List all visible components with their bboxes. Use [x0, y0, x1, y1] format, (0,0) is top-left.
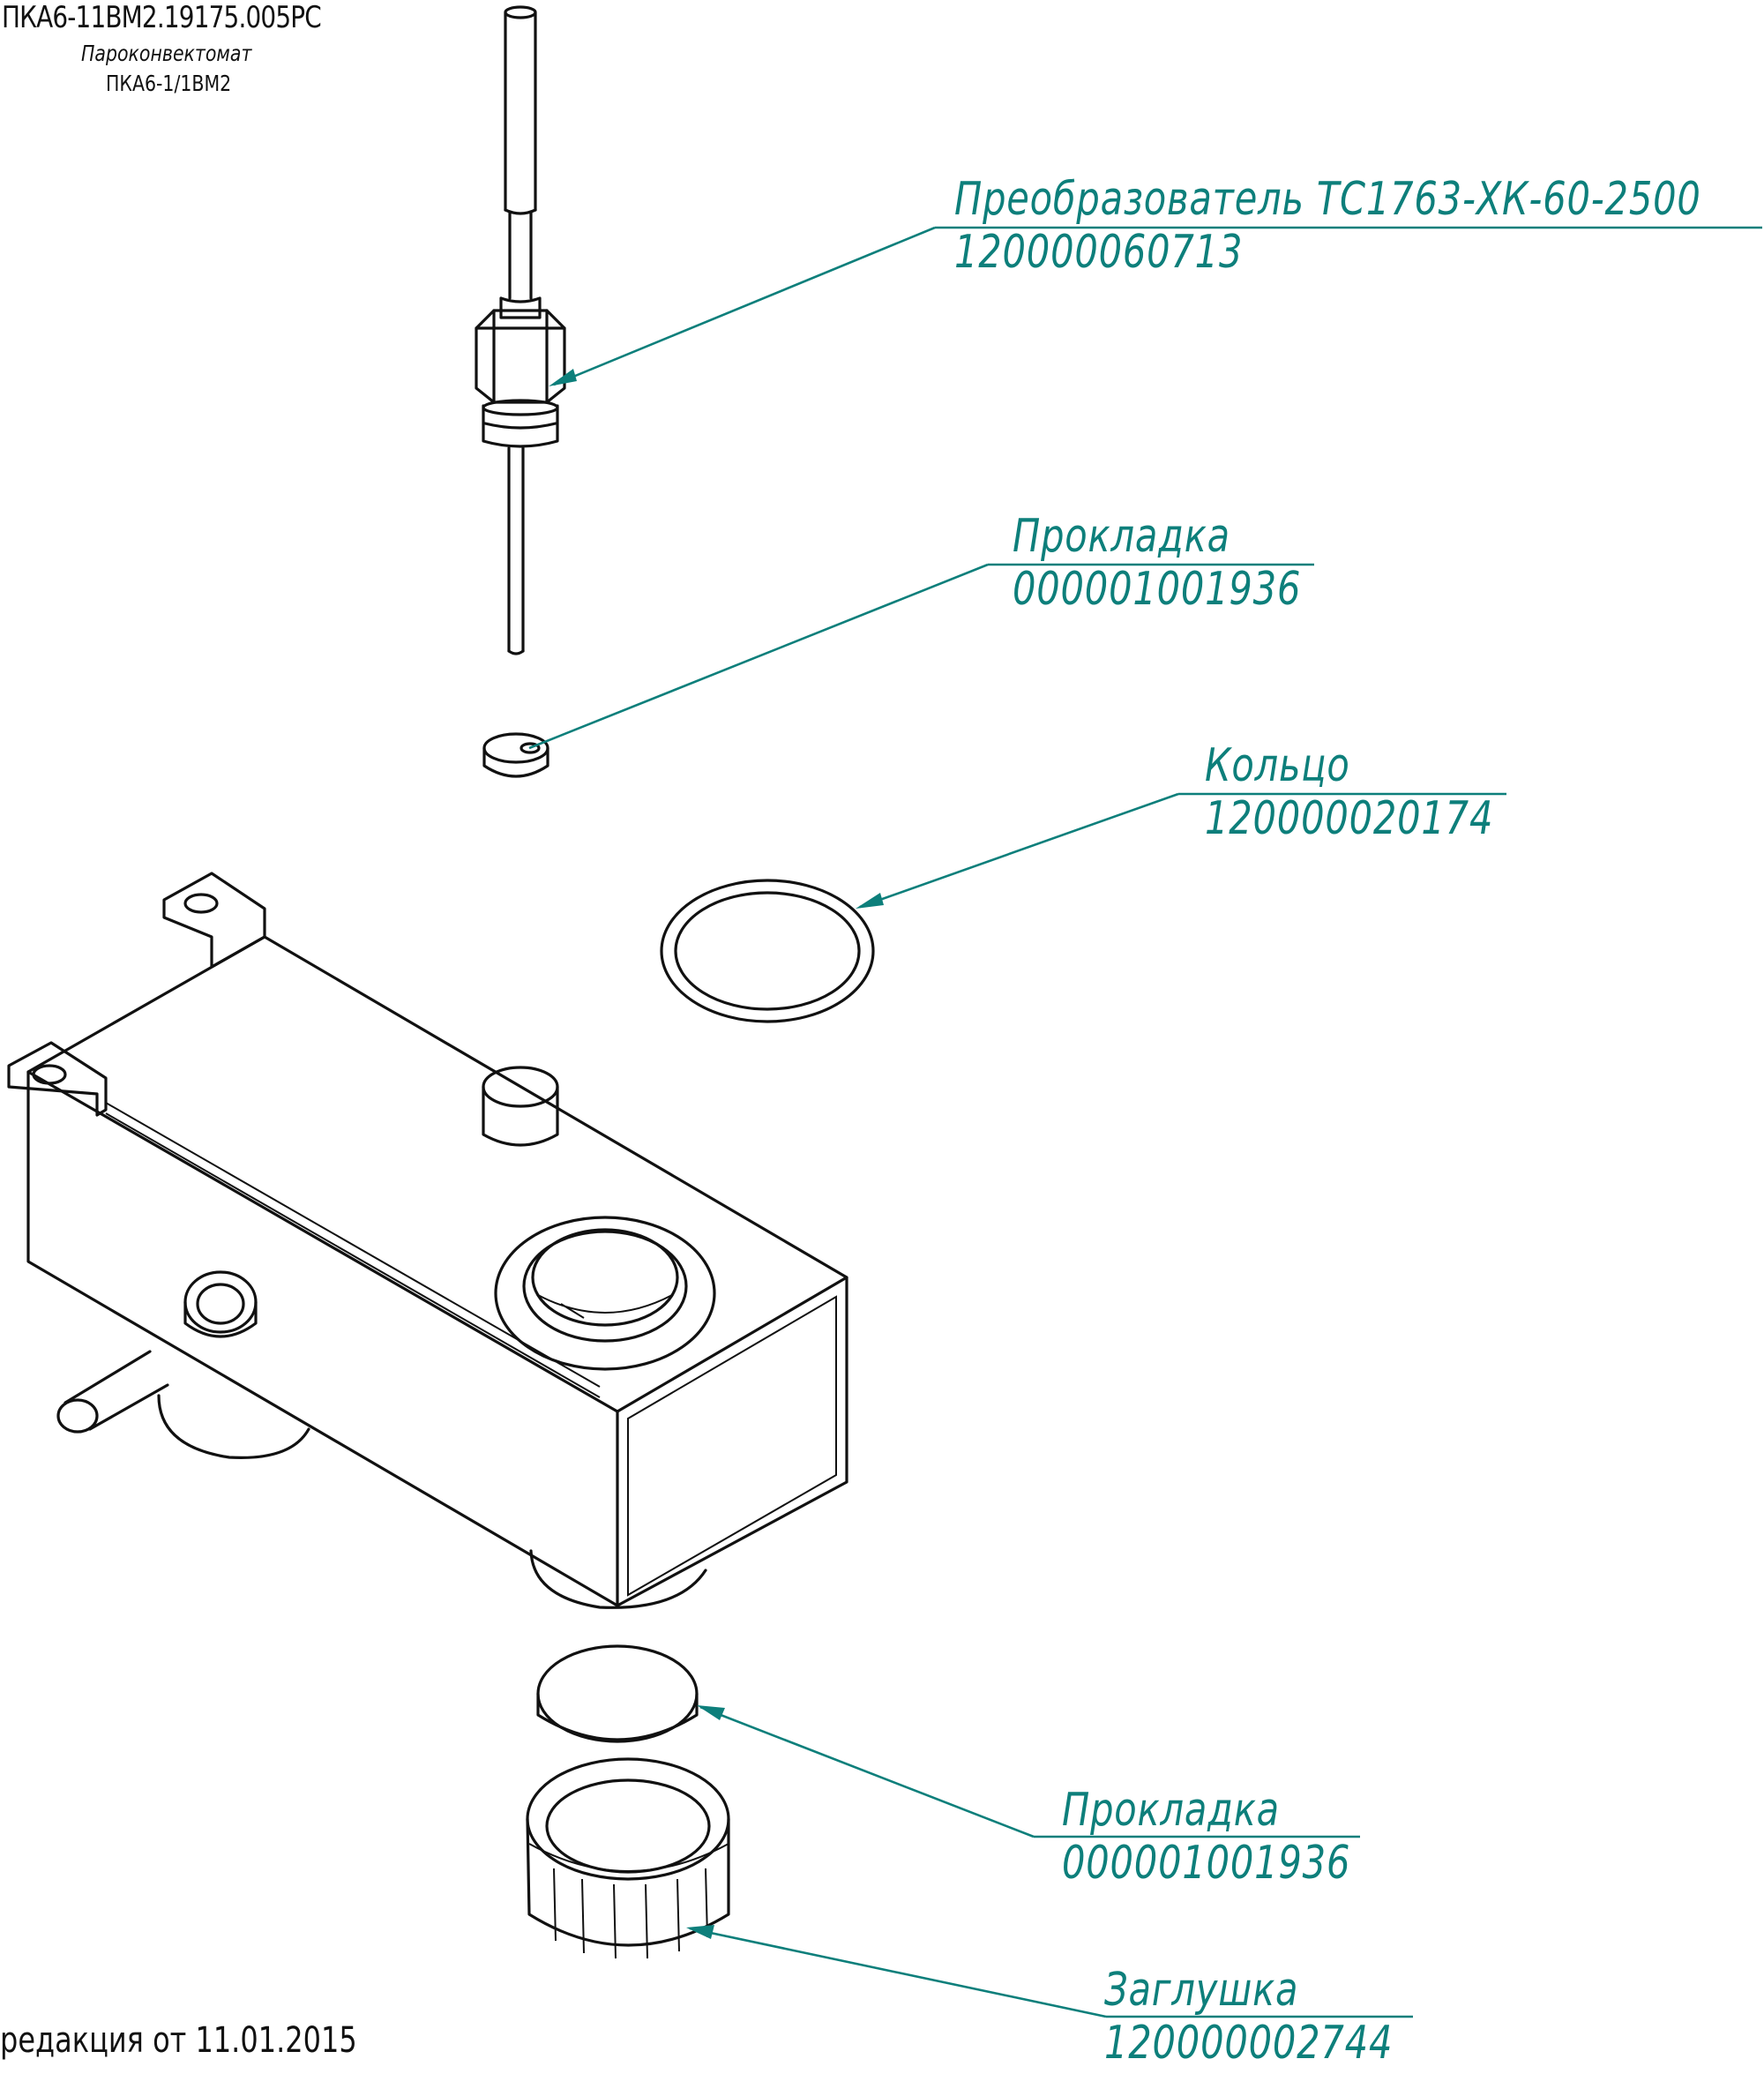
- callout-o-ring-part-number: 120000020174: [1205, 792, 1494, 845]
- document-code: ПКА6-11ВМ2.19175.005РС: [2, 0, 322, 35]
- callout-o-ring-name: Кольцо: [1205, 739, 1350, 792]
- o-ring: [660, 879, 875, 1023]
- revision-date: редакция от 11.01.2015: [0, 2020, 357, 2061]
- callout-small-gasket: Прокладка 000001001936: [1013, 510, 1301, 616]
- callout-o-ring: Кольцо 120000020174: [1205, 739, 1493, 845]
- callout-leaders: [528, 226, 1762, 2018]
- plug-cap: [526, 1757, 730, 1959]
- callout-disc-gasket-name: Прокладка: [1062, 1784, 1280, 1837]
- callout-plug-cap-name: Заглушка: [1104, 1964, 1299, 2017]
- temperature-probe: [475, 5, 566, 655]
- callout-probe: Преобразователь ТС1763-ХК-60-2500 120000…: [954, 173, 1701, 279]
- sensor-housing: [7, 872, 848, 1609]
- disc-gasket: [536, 1644, 699, 1743]
- callout-plug-cap: Заглушка 120000002744: [1104, 1964, 1393, 2070]
- callout-probe-name: Преобразователь ТС1763-ХК-60-2500: [954, 173, 1701, 226]
- callout-small-gasket-name: Прокладка: [1013, 510, 1230, 563]
- callout-probe-part-number: 120000060713: [954, 226, 1244, 279]
- small-gasket: [482, 732, 549, 778]
- document-subtitle: Пароконвектомат: [81, 41, 252, 66]
- callout-disc-gasket: Прокладка 000001001936: [1062, 1784, 1350, 1890]
- callout-plug-cap-part-number: 120000002744: [1104, 2017, 1394, 2070]
- callout-small-gasket-part-number: 000001001936: [1013, 563, 1302, 616]
- callout-disc-gasket-part-number: 000001001936: [1062, 1837, 1351, 1890]
- document-model: ПКА6-1/1ВМ2: [106, 71, 232, 96]
